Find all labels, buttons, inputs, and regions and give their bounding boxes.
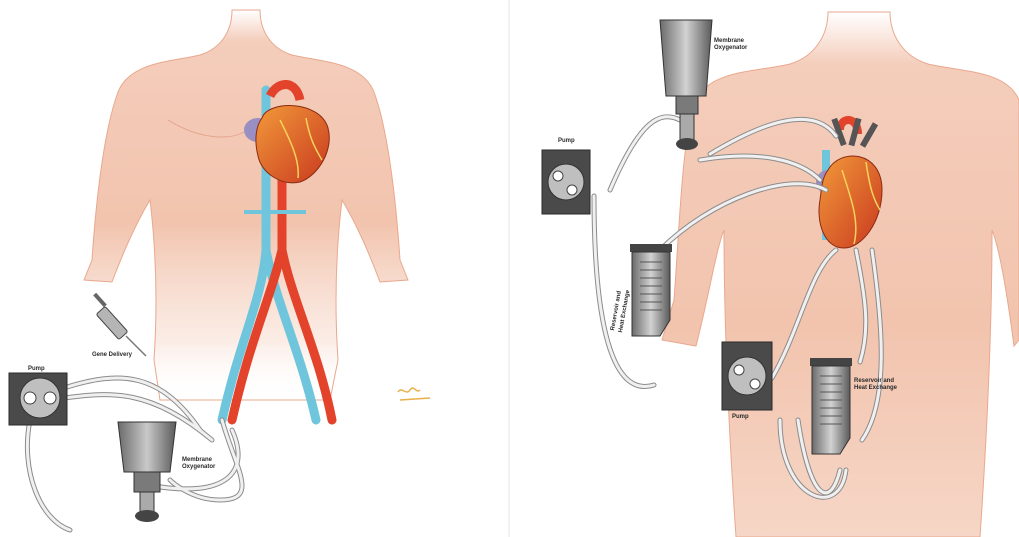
reservoir-right-label-line1: Reservoir and (854, 378, 894, 385)
gene-delivery-label: Gene Delivery (92, 352, 132, 359)
pump-device (9, 373, 67, 425)
pump-device-bottom (722, 342, 772, 410)
artist-signature (398, 388, 430, 400)
reservoir-heat-exchange-right (810, 358, 852, 454)
syringe-icon (93, 293, 146, 356)
left-illustration (0, 0, 508, 537)
left-panel-peripheral-circuit: Pump Gene Delivery Membrane Oxygenator (0, 0, 508, 537)
oxygenator-label-line2: Oxygenator (714, 45, 747, 52)
oxygenator-label-line2: Oxygenator (182, 464, 215, 471)
oxygenator-label-line1: Membrane (182, 457, 212, 464)
reservoir-right-label-line2: Heat Exchange (854, 385, 897, 392)
oxygenator-label-line1: Membrane (714, 38, 744, 45)
reservoir-heat-exchange-left (630, 244, 672, 336)
pump-device-top (542, 150, 590, 214)
pump-label: Pump (28, 366, 45, 373)
pump-bottom-label: Pump (732, 414, 749, 421)
right-panel-central-circuit: Membrane Oxygenator Pump Reservoir and H… (510, 0, 1019, 537)
pump-top-label: Pump (558, 138, 575, 145)
torso (662, 12, 1019, 537)
membrane-oxygenator-device (118, 422, 176, 522)
right-illustration (510, 0, 1019, 537)
